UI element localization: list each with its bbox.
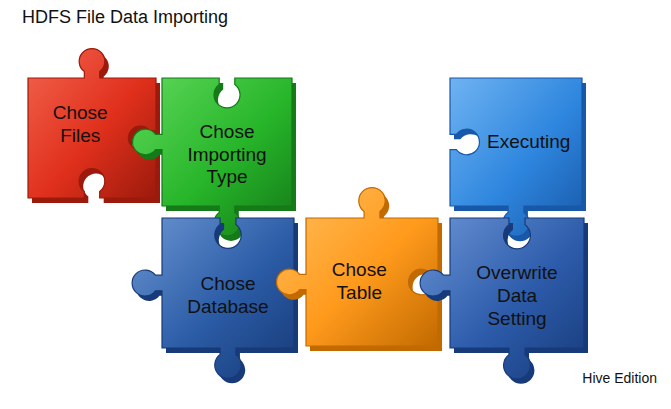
puzzle-piece: Chose Importing Type	[162, 78, 292, 206]
puzzle-piece: Overwrite Data Setting	[450, 218, 584, 348]
piece-face	[28, 49, 156, 198]
edition-note: Hive Edition	[582, 370, 657, 386]
piece-text-holder: Chose Table	[306, 218, 438, 346]
step-label: Chose Files	[53, 102, 108, 148]
piece-text-holder: Chose Database	[162, 218, 294, 348]
puzzle-piece: Chose Table	[306, 218, 438, 346]
puzzle-piece: Executing	[450, 78, 582, 206]
diagram-title: HDFS File Data Importing	[22, 7, 228, 28]
piece-face	[132, 218, 294, 378]
piece-face	[277, 188, 438, 346]
step-label: Chose Database	[187, 273, 268, 319]
piece-text-holder: Chose Files	[28, 78, 156, 198]
piece-text-holder: Executing	[450, 78, 582, 206]
piece-face	[133, 78, 292, 236]
step-label: Overwrite Data Setting	[476, 262, 557, 330]
puzzle-piece: Chose Files	[28, 78, 156, 198]
piece-face	[420, 218, 584, 379]
piece-text-holder: Chose Importing Type	[162, 78, 292, 206]
puzzle-piece: Chose Database	[162, 218, 294, 348]
step-label: Chose Importing Type	[187, 121, 266, 189]
step-label: Executing	[487, 131, 570, 154]
piece-face	[450, 78, 582, 236]
step-label: Chose Table	[332, 259, 387, 305]
piece-text-holder: Overwrite Data Setting	[450, 218, 584, 348]
